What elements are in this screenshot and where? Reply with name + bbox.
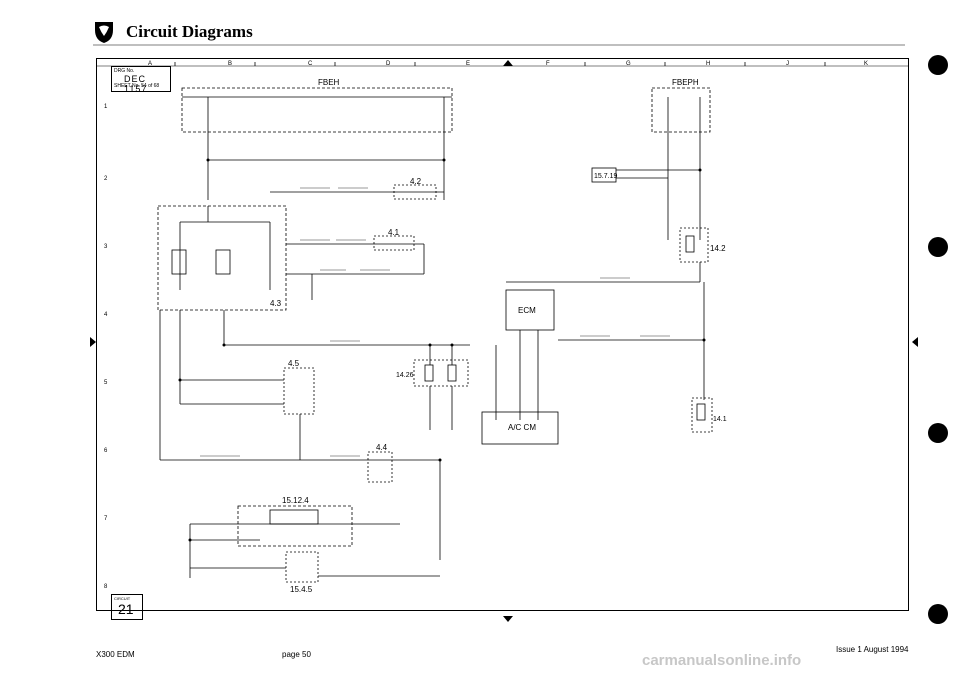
grid-column-label: G [626, 61, 631, 67]
grid-column-label: F [546, 61, 550, 67]
component-ecm: ECM [518, 306, 536, 315]
grid-column-label: H [706, 61, 711, 67]
component-14-2: 14.2 [710, 244, 726, 253]
figure-tag: CIRCUIT 21 [111, 594, 143, 620]
grid-column-label: D [386, 61, 391, 67]
component-ac-cm: A/C CM [508, 423, 536, 432]
binder-hole-1 [928, 55, 948, 75]
figure-tag-number: 21 [118, 601, 134, 617]
grid-column-label: E [466, 61, 471, 67]
grid-row-label: 3 [104, 244, 108, 250]
grid-column-label: J [786, 61, 789, 67]
component-15-4-5: 15.4.5 [290, 585, 313, 594]
fbeph-right-label: FBEPH [672, 78, 699, 87]
component-4-3: 4.3 [270, 299, 282, 308]
grid-row-label: 5 [104, 380, 108, 386]
grid-row-label: 1 [104, 104, 108, 110]
component-4-4: 4.4 [376, 443, 388, 452]
title-block-drg-label: DRG No. [114, 68, 135, 74]
component-15-7-19: 15.7.19 [594, 173, 617, 180]
component-14-1: 14.1 [713, 416, 727, 423]
fbeh-left-label: FBEH [318, 78, 340, 87]
binder-hole-3 [928, 423, 948, 443]
title-block: DRG No. DEC 1157 SHEET No. 54 of 68 [111, 66, 171, 94]
grid-column-label: B [228, 61, 233, 67]
grid-row-label: 2 [104, 176, 108, 182]
grid-column-label: A [148, 61, 153, 67]
title-block-date: DEC 1157 [124, 74, 148, 94]
binder-hole-2 [928, 237, 948, 257]
component-14-26: 14.26 [396, 372, 414, 379]
component-15-12-4: 15.12.4 [282, 496, 309, 505]
grid-row-label: 7 [104, 516, 108, 522]
component-4-2: 4.2 [410, 177, 422, 186]
component-4-1: 4.1 [388, 228, 400, 237]
grid-column-label: K [864, 61, 869, 67]
grid-column-label: C [308, 61, 313, 67]
grid-row-label: 8 [104, 584, 108, 590]
watermark-text: carmanualsonline.info [642, 652, 802, 669]
footer-page-number: page 50 [282, 650, 311, 659]
binder-hole-4 [928, 604, 948, 624]
grid-row-label: 6 [104, 448, 108, 454]
title-block-sheet: SHEET No. 54 of 68 [114, 83, 160, 89]
diagram-frame [96, 58, 909, 611]
grid-row-label: 4 [104, 312, 108, 318]
footer-issue-date: Issue 1 August 1994 [836, 645, 909, 654]
figure-tag-label: CIRCUIT [114, 596, 131, 601]
jaguar-logo-icon [95, 22, 113, 43]
footer-doc-code: X300 EDM [96, 650, 135, 659]
page-title: Circuit Diagrams [126, 22, 253, 41]
component-4-5: 4.5 [288, 359, 300, 368]
